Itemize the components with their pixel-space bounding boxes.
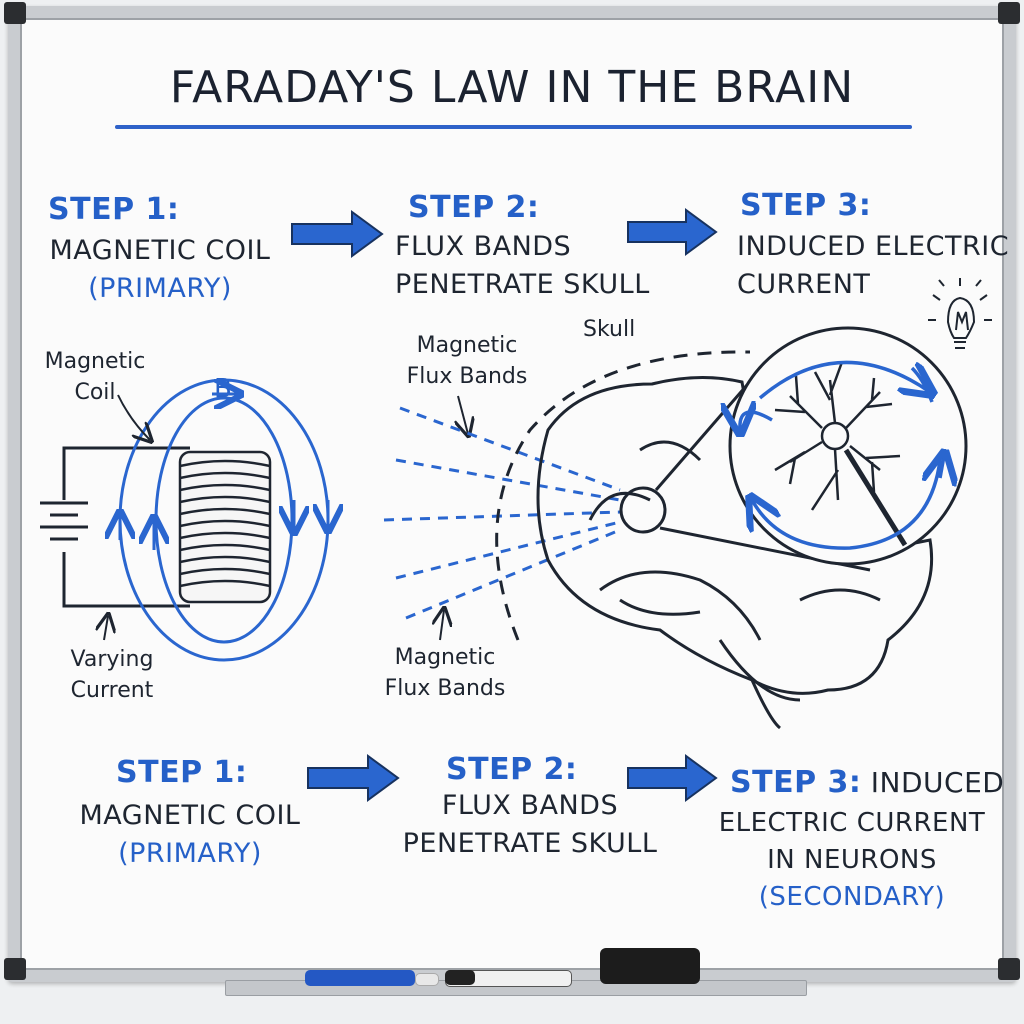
top-step-2-text: Flux Bands Penetrate Skull (395, 228, 675, 304)
top-step-1-line1: Magnetic Coil (49, 235, 271, 266)
bottom-step-2-line1: Flux Bands (441, 790, 619, 821)
skull-label: Skull (583, 317, 636, 342)
flux-bands (383, 406, 621, 620)
right-arrow-icon (627, 208, 718, 256)
brain-icon (536, 376, 934, 730)
bottom-step-2-text: Flux Bands Penetrate Skull (395, 787, 665, 863)
lightbulb-icon (928, 278, 992, 349)
top-step-2-label: Step 2: (408, 190, 540, 225)
top-step-2-line2: Penetrate Skull (395, 269, 650, 300)
right-arrow-icon (291, 210, 384, 258)
bottom-step-3-label: Step 3: (730, 765, 862, 800)
black-marker-cap (445, 970, 475, 985)
varying-current-label: Varying Current (70, 647, 154, 703)
top-step-2-line1: Flux Bands (395, 231, 572, 262)
magnetic-coil-label: Magnetic Coil (44, 349, 146, 405)
top-step-1-label: Step 1: (48, 192, 180, 227)
board-title: Faraday's Law in the Brain (169, 62, 855, 113)
coil-icon (178, 450, 272, 604)
battery-icon (40, 446, 190, 608)
blue-marker[interactable] (305, 970, 415, 986)
title-underline (115, 125, 912, 129)
bottom-step-1-line1: Magnetic Coil (79, 800, 301, 831)
bottom-step-3-line3: (Secondary) (758, 882, 946, 912)
skull-outline (495, 350, 751, 641)
neuron-icon (774, 361, 908, 547)
board-corner (4, 2, 26, 24)
right-arrow-icon (307, 754, 400, 802)
board-corner (998, 2, 1020, 24)
bottom-step-1-text: Magnetic Coil (Primary) (70, 797, 310, 873)
bottom-step-3-suffix: Induced (870, 766, 1005, 799)
bottom-step-3-text: Electric Current in Neurons (Secondary) (712, 805, 992, 916)
bottom-step-1-line2: (Primary) (118, 838, 262, 869)
bottom-step-2-line2: Penetrate Skull (402, 828, 658, 859)
flux-bands-bottom-label: Magnetic Flux Bands (384, 645, 506, 701)
top-step-1-text: Magnetic Coil (Primary) (40, 232, 280, 308)
induced-current-arrows (740, 360, 944, 550)
top-step-3-line1: Induced Electric (737, 231, 1010, 262)
eraser[interactable] (600, 948, 700, 984)
bottom-step-1-label: Step 1: (116, 755, 248, 790)
bottom-step-3-line1: Electric Current (718, 808, 986, 838)
flux-bands-top-label: Magnetic Flux Bands (406, 333, 528, 389)
top-step-1-line2: (Primary) (88, 273, 232, 304)
blue-marker-cap (415, 973, 439, 986)
top-step-3-line2: Current (737, 269, 871, 300)
bottom-step-2-label: Step 2: (446, 752, 578, 787)
right-arrow-icon (627, 754, 718, 802)
bottom-step-3-heading: Step 3: Induced (730, 765, 1004, 800)
top-step-3-text: Induced Electric Current (737, 228, 1010, 304)
top-step-3-label: Step 3: (740, 188, 872, 223)
neuron-zoom-callout (619, 326, 968, 572)
board-corner (998, 958, 1020, 980)
bottom-step-3-line2: in Neurons (767, 845, 937, 875)
magnetic-field-lines (120, 378, 328, 662)
board-corner (4, 958, 26, 980)
